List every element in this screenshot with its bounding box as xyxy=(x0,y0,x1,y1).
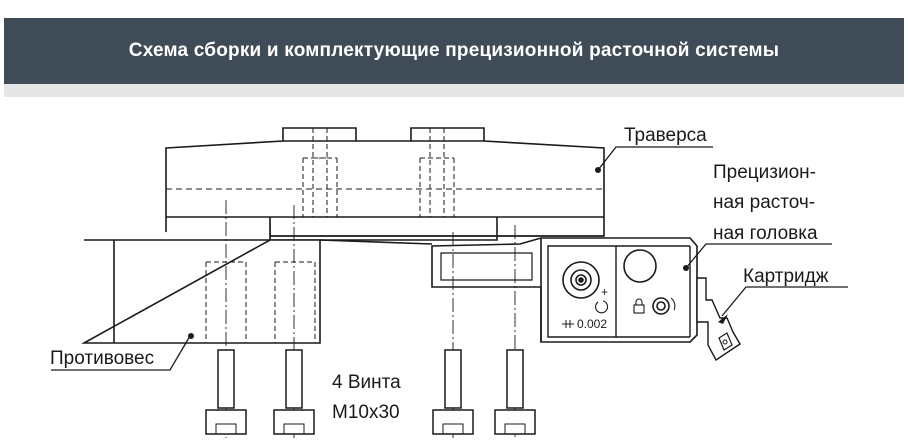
cartridge-leader xyxy=(721,286,848,317)
screw-4 xyxy=(494,349,536,435)
screws-label-line2: M10x30 xyxy=(332,402,400,423)
cartridge-part xyxy=(696,277,741,362)
traverse-leader xyxy=(597,146,713,171)
boring-head-part xyxy=(431,237,698,343)
boring-head-label-line1: Прецизион- xyxy=(713,162,816,183)
screws-label-line1: 4 Винта xyxy=(332,372,401,393)
counterweight-leader xyxy=(51,335,191,371)
boring-head-leader xyxy=(685,243,832,269)
header-banner: Схема сборки и комплектующие прецизионно… xyxy=(4,18,904,84)
screw-set xyxy=(205,349,536,435)
screw-2 xyxy=(273,349,315,435)
dial-plus-sign: + xyxy=(601,285,608,299)
boring-head-label-line2: ная расточ- xyxy=(713,192,815,213)
traverse-part xyxy=(165,127,605,241)
dial-scale-value: 0.002 xyxy=(577,317,607,331)
cartridge-label: Картридж xyxy=(743,266,829,287)
page-title: Схема сборки и комплектующие прецизионно… xyxy=(128,40,780,61)
boring-head-label-line3: ная головка xyxy=(713,223,818,244)
counterweight-part xyxy=(80,222,433,344)
counterweight-label: Противовес xyxy=(50,348,154,369)
screw-1 xyxy=(205,349,247,435)
traverse-label: Траверса xyxy=(624,125,707,146)
screw-3 xyxy=(432,349,474,435)
header-divider xyxy=(4,84,904,97)
